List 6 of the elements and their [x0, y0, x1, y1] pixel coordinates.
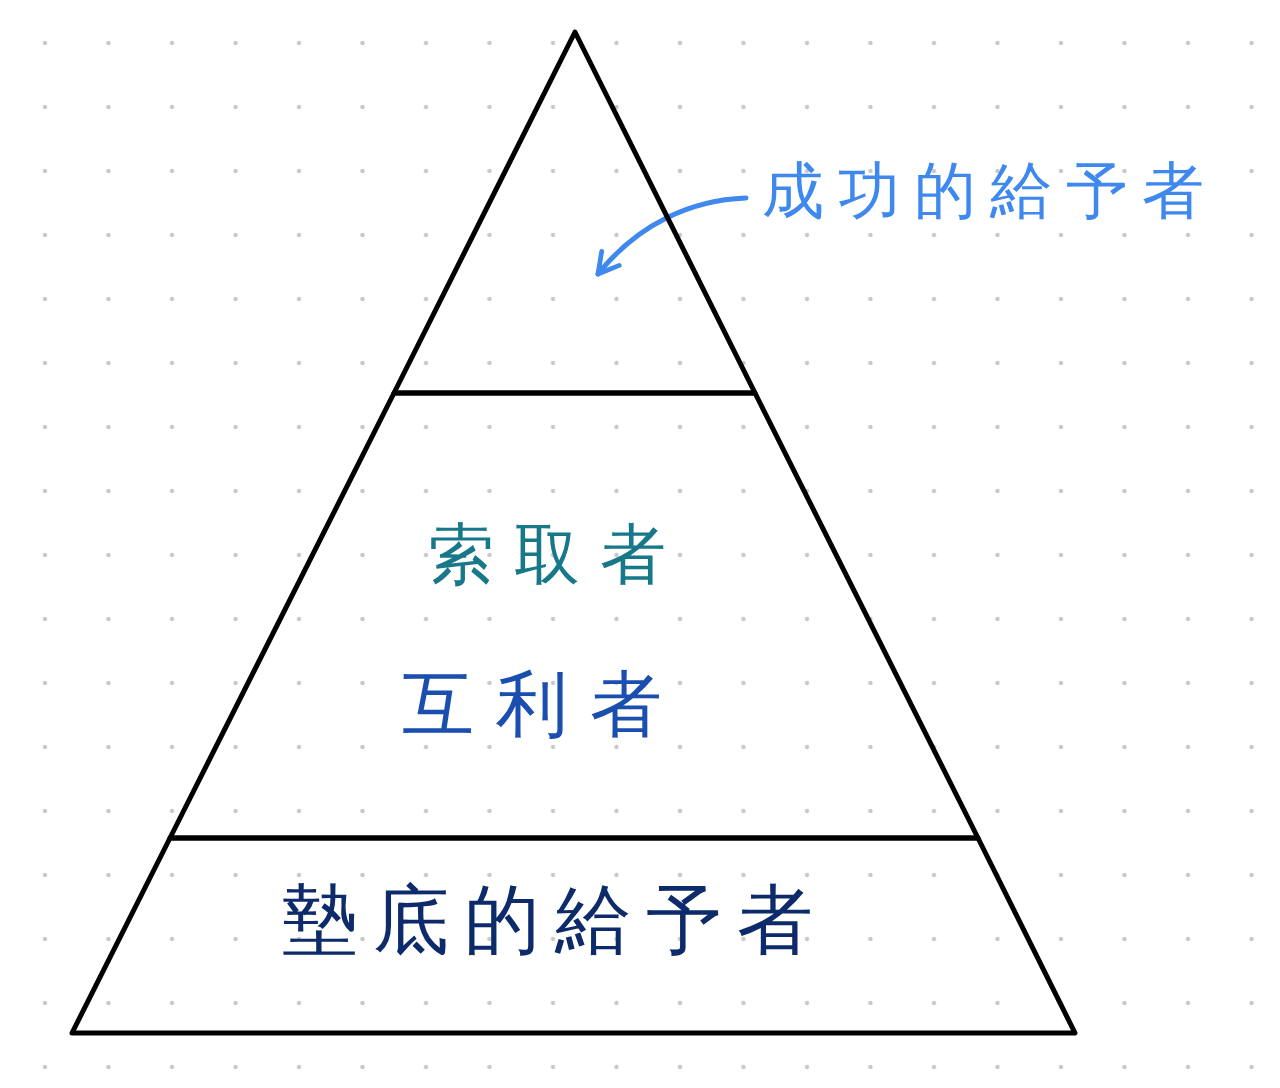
curved-arrow [595, 195, 749, 277]
annotation-text: 成功的給予者 [762, 160, 1218, 222]
pyramid-bottom-section [68, 834, 1079, 1037]
tier-label: 墊底的給予者 [282, 882, 828, 958]
tier-label: 互利者 [402, 668, 684, 740]
tier-label: 索取者 [428, 522, 686, 588]
